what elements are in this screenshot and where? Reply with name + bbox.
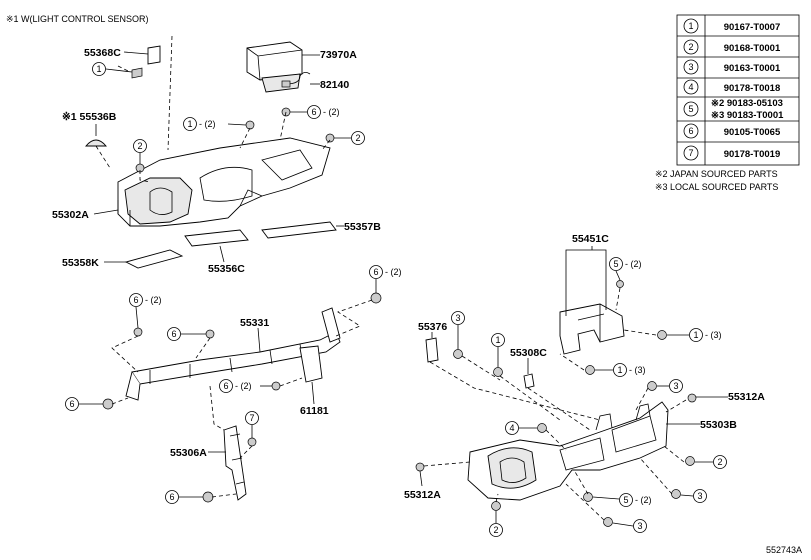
part-55357b-label: 55357B <box>344 221 381 233</box>
svg-text:1: 1 <box>617 365 622 375</box>
right-leader-lines <box>423 287 687 521</box>
part-55331-label: 55331 <box>240 317 269 329</box>
clip-55376-drawing <box>425 337 439 363</box>
svg-text:1: 1 <box>693 330 698 340</box>
bracket-55306a-drawing <box>223 425 247 501</box>
part-82140-label: 82140 <box>320 79 349 91</box>
middle-left-leader-lines <box>111 299 373 498</box>
sensor-drawing <box>281 72 311 88</box>
instrument-panel-drawing <box>117 137 331 227</box>
upper-callouts: 1 6 - (2) 1 - (2) 2 2 <box>92 62 365 164</box>
fastener-legend-table: 1 90167-T0007 2 90168-T0001 3 90163-T000… <box>676 14 800 166</box>
clip-55368c-drawing <box>131 45 161 79</box>
part-55376-label: 55376 <box>418 321 447 333</box>
svg-text:- (2): - (2) <box>385 267 402 277</box>
part-55308c-label: 55308C <box>510 347 547 359</box>
svg-text:4: 4 <box>509 423 514 433</box>
part-55302a-label: 55302A <box>52 209 89 221</box>
svg-text:- (2): - (2) <box>199 119 216 129</box>
legend-num-5: 5 <box>688 104 693 114</box>
svg-text:6: 6 <box>69 399 74 409</box>
legend-code-5b: ※3 90183-T0001 <box>711 110 784 121</box>
svg-text:- (3): - (3) <box>629 365 646 375</box>
part-55368c-label: 55368C <box>84 47 121 59</box>
part-61181-label: 61181 <box>300 405 329 417</box>
legend-num-3: 3 <box>688 62 693 72</box>
legend-num-7: 7 <box>688 148 693 158</box>
footnote-japan: ※2 JAPAN SOURCED PARTS <box>655 169 778 179</box>
middle-left-callouts: 6 - (2) 6 - (2) 6 6 6 - (2) 7 6 <box>65 265 402 504</box>
svg-text:2: 2 <box>355 133 360 143</box>
legend-code-7: 90178-T0019 <box>724 149 781 160</box>
svg-text:- (2): - (2) <box>635 495 652 505</box>
part-55358k-label: 55358K <box>62 257 99 269</box>
footnote-local: ※3 LOCAL SOURCED PARTS <box>655 182 778 192</box>
diagram-id: 552743A <box>766 545 802 555</box>
svg-text:2: 2 <box>493 525 498 535</box>
svg-text:- (3): - (3) <box>705 330 722 340</box>
svg-text:- (2): - (2) <box>235 381 252 391</box>
svg-text:3: 3 <box>697 491 702 501</box>
right-fasteners <box>415 280 697 527</box>
cover-55357b-drawing <box>261 221 337 239</box>
legend-code-2: 90168-T0001 <box>724 43 781 54</box>
svg-text:7: 7 <box>249 413 254 423</box>
svg-text:6: 6 <box>169 492 174 502</box>
legend-num-4: 4 <box>688 82 693 92</box>
cover-55358k-drawing <box>124 249 184 269</box>
part-55312a-right-label: 55312A <box>728 391 765 403</box>
svg-text:3: 3 <box>673 381 678 391</box>
part-55536b-label: ※1 55536B <box>62 111 117 123</box>
legend-num-1: 1 <box>688 21 693 31</box>
part-55312a-left-label: 55312A <box>404 489 441 501</box>
svg-text:5: 5 <box>613 259 618 269</box>
svg-text:6: 6 <box>171 329 176 339</box>
legend-code-4: 90178-T0018 <box>724 83 781 94</box>
clip-55308c-drawing <box>523 373 535 389</box>
right-callouts: 5 - (2) 1 - (3) 3 1 1 - (3) 3 4 2 5 - (2… <box>451 257 727 537</box>
svg-text:6: 6 <box>223 381 228 391</box>
part-55303b-label: 55303B <box>700 419 737 431</box>
light-control-sensor-note: ※1 W(LIGHT CONTROL SENSOR) <box>6 14 149 24</box>
svg-text:1: 1 <box>96 64 101 74</box>
reinforcement-55331-drawing <box>125 307 341 401</box>
svg-text:6: 6 <box>133 295 138 305</box>
svg-text:1: 1 <box>495 335 500 345</box>
part-55356c-label: 55356C <box>208 263 245 275</box>
airbag-module-drawing <box>246 41 303 93</box>
svg-text:3: 3 <box>637 521 642 531</box>
svg-text:2: 2 <box>717 457 722 467</box>
legend-code-1: 90167-T0007 <box>724 22 781 33</box>
legend-code-6: 90105-T0065 <box>724 127 781 138</box>
svg-text:- (2): - (2) <box>625 259 642 269</box>
cover-55356c-drawing <box>184 229 249 247</box>
legend-num-6: 6 <box>688 126 693 136</box>
legend-code-3: 90163-T0001 <box>724 63 781 74</box>
part-55306a-label: 55306A <box>170 447 207 459</box>
svg-text:5: 5 <box>623 495 628 505</box>
part-55451c-label: 55451C <box>572 233 609 245</box>
svg-text:- (2): - (2) <box>323 107 340 117</box>
svg-text:2: 2 <box>137 141 142 151</box>
lower-panel-55303b-drawing <box>467 401 669 501</box>
legend-num-2: 2 <box>688 42 693 52</box>
svg-text:6: 6 <box>311 107 316 117</box>
upper-leader-lines <box>95 35 331 183</box>
part-73970a-label: 73970A <box>320 49 357 61</box>
svg-text:- (2): - (2) <box>145 295 162 305</box>
svg-text:1: 1 <box>187 119 192 129</box>
bracket-55451c-drawing <box>559 303 625 355</box>
svg-text:3: 3 <box>455 313 460 323</box>
legend-code-5a: ※2 90183-05103 <box>711 98 783 109</box>
light-sensor-cap-drawing <box>85 139 107 147</box>
svg-text:6: 6 <box>373 267 378 277</box>
